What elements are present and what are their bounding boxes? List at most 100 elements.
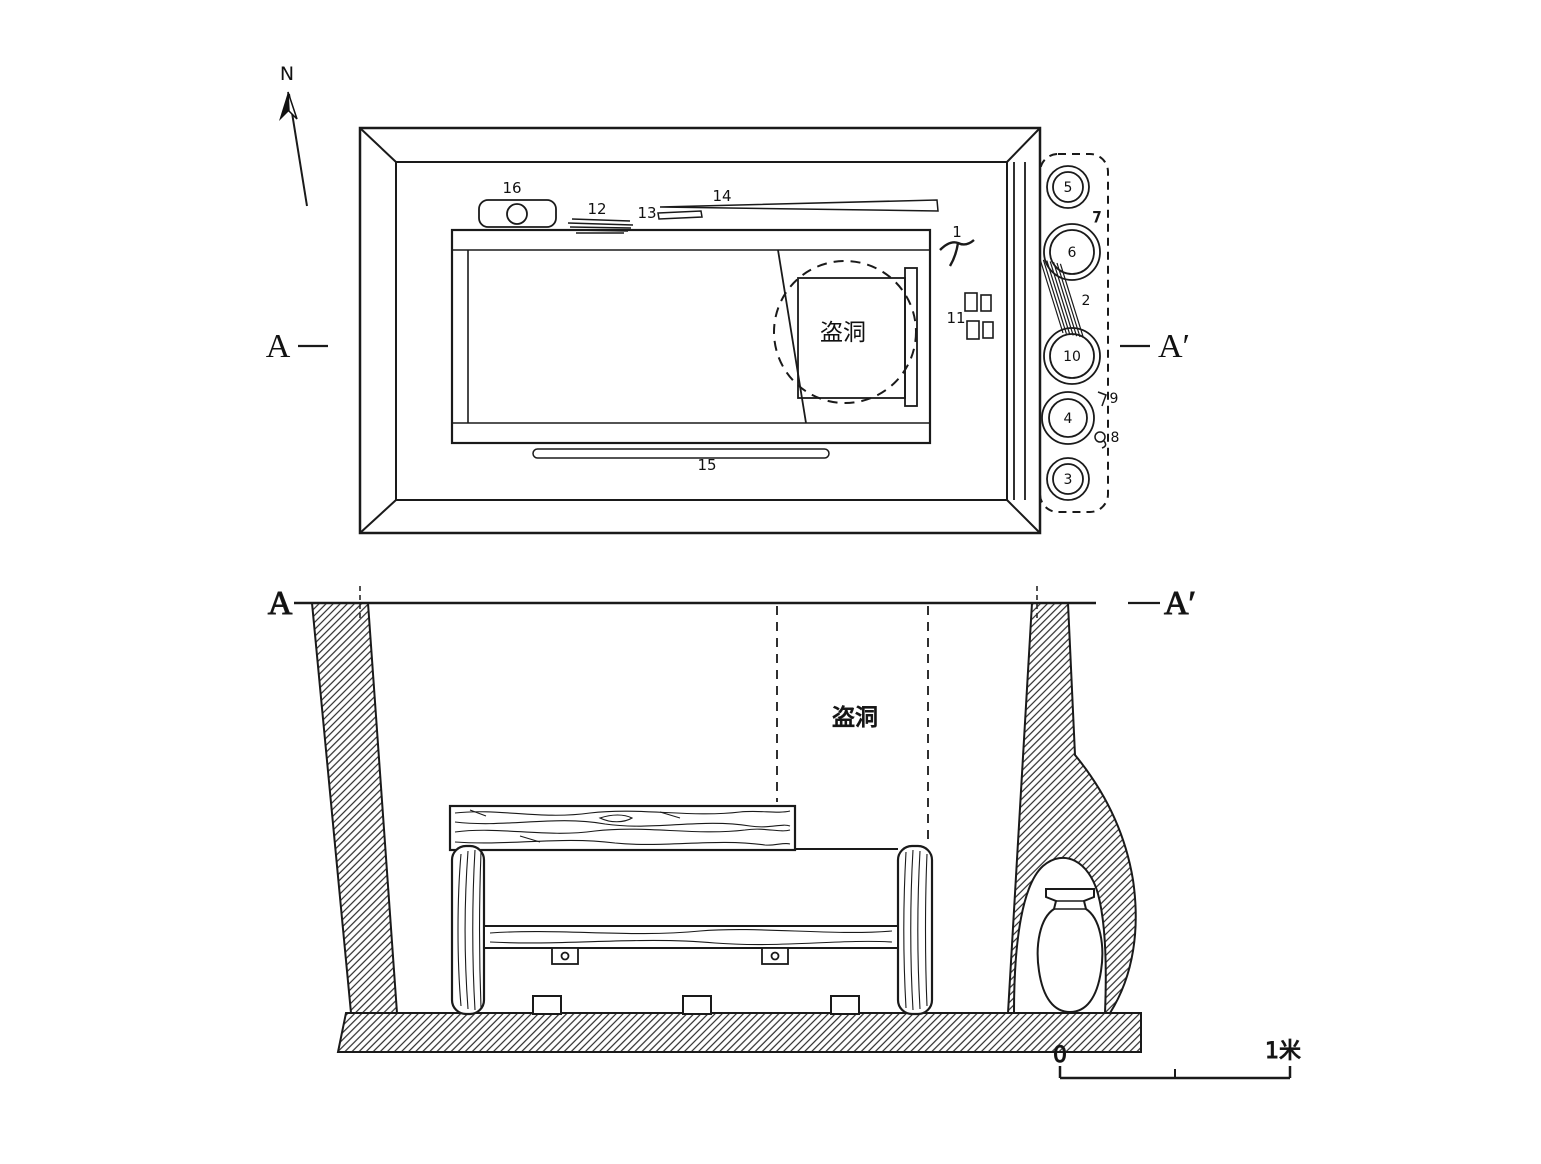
coffin-end-board-right-grain: [903, 849, 928, 1011]
artifact-2-rod: [1042, 259, 1067, 334]
section-view: A A′ 盗洞: [267, 585, 1197, 1053]
niche-dashed-outline: [1039, 153, 1109, 513]
artifact-2-rod: [1039, 258, 1064, 334]
artifact-12: 12: [567, 200, 634, 234]
scale-bar: 0 1米: [1053, 1039, 1302, 1080]
coffin-end-board-right-outline: [896, 844, 934, 1016]
artifact-9: 9: [1097, 391, 1118, 407]
coffin-outline: [450, 228, 932, 445]
coffin-cleat: [551, 947, 579, 965]
artifact-8-coil-tail: [1101, 440, 1107, 449]
artifact-12-slip: [571, 218, 631, 222]
north-arrow-head: [279, 92, 289, 121]
pot-3-plan: 3: [1046, 457, 1090, 501]
artifact-14-pole: [659, 199, 939, 212]
robber-hole-label-section: 盗洞: [832, 705, 878, 731]
artifact-16-knob: [506, 203, 528, 225]
artifact-2-rod: [1049, 261, 1074, 336]
pot-6-label: 6: [1068, 245, 1077, 261]
coffin-feet: [532, 995, 860, 1015]
coffin-floor-outline: [483, 925, 899, 949]
pot-3-label: 3: [1064, 472, 1073, 488]
coffin-foot: [532, 995, 562, 1015]
artifact-14: 14: [659, 187, 939, 212]
robber-hole-section: 盗洞: [776, 606, 929, 843]
coffin-cleat-peg: [560, 951, 570, 961]
artifact-8-coil: [1094, 431, 1106, 443]
coffin-end-board-left: [450, 844, 486, 1016]
artifact-8-label: 8: [1111, 430, 1120, 446]
pot-3-rim: [1046, 457, 1090, 501]
pot-6-rim: [1043, 223, 1101, 281]
artifact-2-bundle: 2: [1039, 258, 1091, 338]
pot-5-rim: [1046, 165, 1090, 209]
artifact-13-label: 13: [637, 204, 656, 222]
artifact-15: 15: [532, 448, 830, 474]
north-arrow: N: [279, 63, 308, 207]
pot-6-plan: 6: [1043, 223, 1101, 281]
pot-10-rim: [1043, 327, 1101, 385]
pot-10-plan: 10: [1043, 327, 1101, 385]
north-arrow-head-open: [287, 91, 298, 120]
artifact-15-rod: [532, 448, 830, 459]
pot-4-plan: 4: [1041, 391, 1095, 445]
coffin-plan: [450, 228, 932, 445]
artifact-16: 16: [478, 179, 557, 228]
coffin-lid-break-edge: [777, 249, 807, 424]
coffin-foot: [830, 995, 860, 1015]
pot-3-mouth: [1052, 463, 1084, 495]
ground-surface: A A′: [267, 585, 1196, 623]
artifact-2-rod: [1056, 262, 1081, 338]
pit-corner-bevel: [359, 127, 397, 163]
artifact-1-label: 1: [952, 223, 962, 241]
artifact-16-label: 16: [502, 179, 521, 197]
plan-marker-a-prime: A′: [1158, 328, 1190, 365]
artifact-1-stem: [948, 242, 960, 267]
niche-plan: 5 7 6 2 10: [1039, 153, 1120, 513]
section-line-markers-plan: A A′: [266, 328, 1190, 365]
artifact-11-plaque: [980, 294, 992, 312]
artifact-11: 11: [946, 292, 994, 340]
north-label: N: [280, 63, 294, 85]
plan-view: 盗洞 16 12 13 14 15: [266, 126, 1190, 535]
artifact-11-plaque: [966, 320, 980, 340]
pit-corner-bevel: [359, 499, 397, 534]
artifact-2-rod: [1053, 262, 1078, 337]
artifact-12-slip: [572, 229, 629, 232]
pot-6-mouth: [1049, 229, 1095, 275]
pit-floor: [336, 1012, 1142, 1053]
artifact-12-label: 12: [587, 200, 606, 218]
coffin-lid-wood-grain: [454, 809, 791, 846]
pot-4-mouth: [1048, 398, 1088, 438]
artifact-2-label: 2: [1082, 293, 1091, 309]
coffin-foot: [682, 995, 712, 1015]
coffin-cleats: [551, 947, 789, 965]
pot-5-label: 5: [1064, 180, 1073, 196]
pit-corner-bevel: [1006, 499, 1041, 534]
robber-hole-plan: 盗洞: [773, 260, 917, 404]
pot-section: [1036, 888, 1104, 1014]
pot-10-mouth: [1049, 333, 1095, 379]
robber-hole-label-plan: 盗洞: [820, 320, 866, 346]
artifact-9-hook: [1097, 391, 1107, 407]
artifact-13-stick: [657, 210, 703, 220]
pot-body: [1036, 888, 1104, 1014]
coffin-section: [448, 804, 934, 1016]
coffin-end-board-right: [896, 844, 934, 1016]
artifact-12-slip: [569, 226, 632, 229]
pot-5-plan: 5: [1046, 165, 1090, 209]
pot-4-rim: [1041, 391, 1095, 445]
artifact-11-plaque: [964, 292, 978, 312]
artifact-8: 8: [1094, 430, 1120, 449]
artifact-12-slip: [567, 222, 634, 226]
niche-section: [1012, 856, 1107, 1014]
robber-hole-dashed-circle: [773, 260, 917, 404]
pot-10-label: 10: [1063, 349, 1081, 365]
pit-inner-edge: [395, 161, 1008, 501]
artifact-1: 1: [939, 223, 975, 267]
coffin-lid: [448, 804, 797, 852]
artifact-2-rod: [1059, 263, 1084, 338]
artifact-7-label: 7: [1093, 210, 1102, 226]
